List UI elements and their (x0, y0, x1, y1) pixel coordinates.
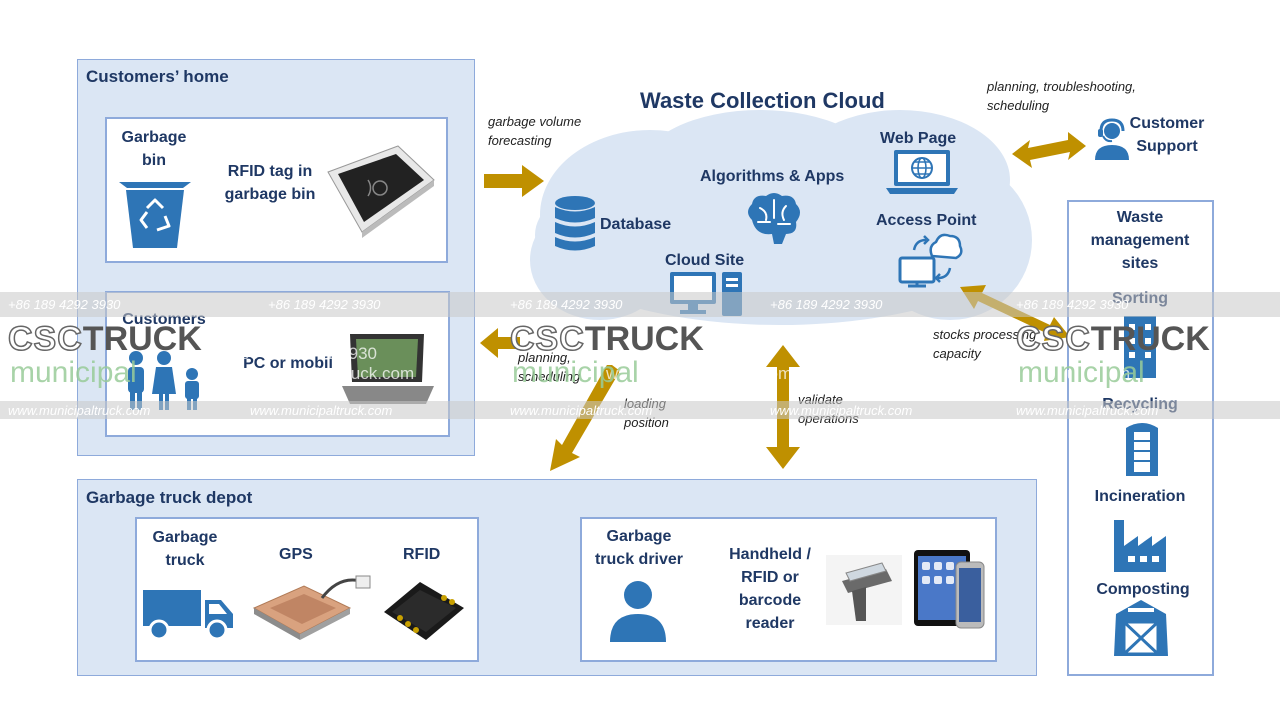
family-icon (122, 350, 206, 412)
support-agent-icon (1094, 118, 1130, 160)
database-label: Database (600, 216, 672, 233)
watermark-site-faint: www.municipaltruck.com (606, 364, 793, 383)
cloud-site-label: Cloud Site (665, 252, 745, 269)
watermark-site-faint: www.municipaltruck.com (228, 364, 415, 383)
person-icon (610, 580, 666, 642)
customers-home-title: Customers’ home (86, 67, 229, 86)
stocks-note: stocks processing capacity (933, 327, 1037, 361)
rfid-tag-label: RFID tag in garbage bin (224, 163, 316, 203)
silo-icon (1122, 418, 1162, 476)
composting-label: Composting (1096, 581, 1190, 598)
forecasting-arrow (484, 165, 546, 197)
algorithms-label: Algorithms & Apps (700, 168, 845, 185)
monitor-globe-icon (886, 150, 958, 194)
pc-or-mobile-label: PC or mobil (243, 355, 333, 372)
watermark-band-top (0, 292, 1280, 317)
watermark-logo-truck: TRUCK (82, 320, 202, 358)
laptop-image (338, 330, 438, 408)
watermark-phone: +86 189 4292 3930 (1016, 297, 1129, 312)
driver-label: Garbage truck driver (594, 528, 684, 568)
watermark-site: www.municipaltruck.com (8, 403, 151, 418)
gps-module-image (252, 570, 372, 642)
customer-support-label: Customer Support (1129, 115, 1205, 155)
planning-note: planning, scheduling (518, 350, 581, 384)
watermark-site: www.municipaltruck.com (250, 403, 393, 418)
watermark-phone-faint: +86 189 7141 4930 (230, 344, 378, 363)
watermark-logo: CSCTRUCK municipal (7, 319, 202, 389)
watermark-phone: +86 189 4292 3930 (268, 297, 381, 312)
garbage-truck-label: Garbage truck (152, 529, 218, 569)
watermark-logo-csc: CSC (509, 319, 585, 359)
forecasting-note: garbage volume forecasting (488, 114, 582, 148)
tablet-phone-image (912, 548, 986, 630)
recycle-bin-icon (117, 178, 193, 250)
watermark-phone-faint: +86 189 7141 4930 (600, 344, 748, 363)
waste-sites-title: Waste management sites (1090, 209, 1190, 272)
watermark-logo-csc: CSC (1015, 319, 1091, 359)
watermark-site-faint: www.municipaltruck.com (944, 364, 1131, 383)
watermark-logo: CSCTRUCK municipal (1015, 319, 1210, 389)
cloud-sync-icon (898, 230, 964, 294)
cloud-title: Waste Collection Cloud (640, 88, 885, 113)
depot-title: Garbage truck depot (86, 488, 253, 507)
support-note: planning, troubleshooting, scheduling (987, 79, 1136, 113)
sorting-building-icon (1118, 312, 1162, 378)
watermark-logo-truck: TRUCK (584, 320, 704, 358)
planning-arrow (480, 328, 520, 358)
incineration-label: Incineration (1094, 488, 1186, 505)
web-page-label: Web Page (880, 130, 957, 147)
watermark-site: www.municipaltruck.com (510, 403, 653, 418)
rfid-fixed-reader-image (380, 572, 466, 644)
rfid-reader-device-image (320, 140, 440, 240)
rfid-label: RFID (403, 546, 441, 563)
watermark-logo-municipal: municipal (512, 356, 639, 389)
garbage-bin-label: Garbage bin (121, 129, 187, 169)
watermark-phone: +86 189 4292 3930 (770, 297, 883, 312)
brain-icon (742, 190, 806, 244)
watermark-phone: +86 189 4292 3930 (8, 297, 121, 312)
watermark-site: www.municipaltruck.com (770, 403, 913, 418)
handheld-label: Handheld / RFID or barcode reader (729, 546, 811, 632)
truck-icon (143, 588, 235, 640)
watermark-site: www.municipaltruck.com (1016, 403, 1159, 418)
watermark-logo-municipal: municipal (10, 356, 137, 389)
watermark-band-bottom (0, 401, 1280, 419)
handheld-scanner-image (826, 555, 902, 625)
database-icon (554, 196, 596, 254)
access-point-label: Access Point (876, 212, 977, 229)
watermark-logo: CSCTRUCK municipal (509, 319, 704, 389)
watermark-logo-csc: CSC (7, 319, 83, 359)
watermark-phone: +86 189 4292 3930 (510, 297, 623, 312)
watermark-logo-municipal: municipal (1018, 356, 1145, 389)
factory-icon (1112, 518, 1168, 572)
watermark-logo-truck: TRUCK (1090, 320, 1210, 358)
support-arrow (1010, 132, 1088, 172)
gps-label: GPS (279, 546, 313, 563)
barn-icon (1112, 600, 1170, 656)
